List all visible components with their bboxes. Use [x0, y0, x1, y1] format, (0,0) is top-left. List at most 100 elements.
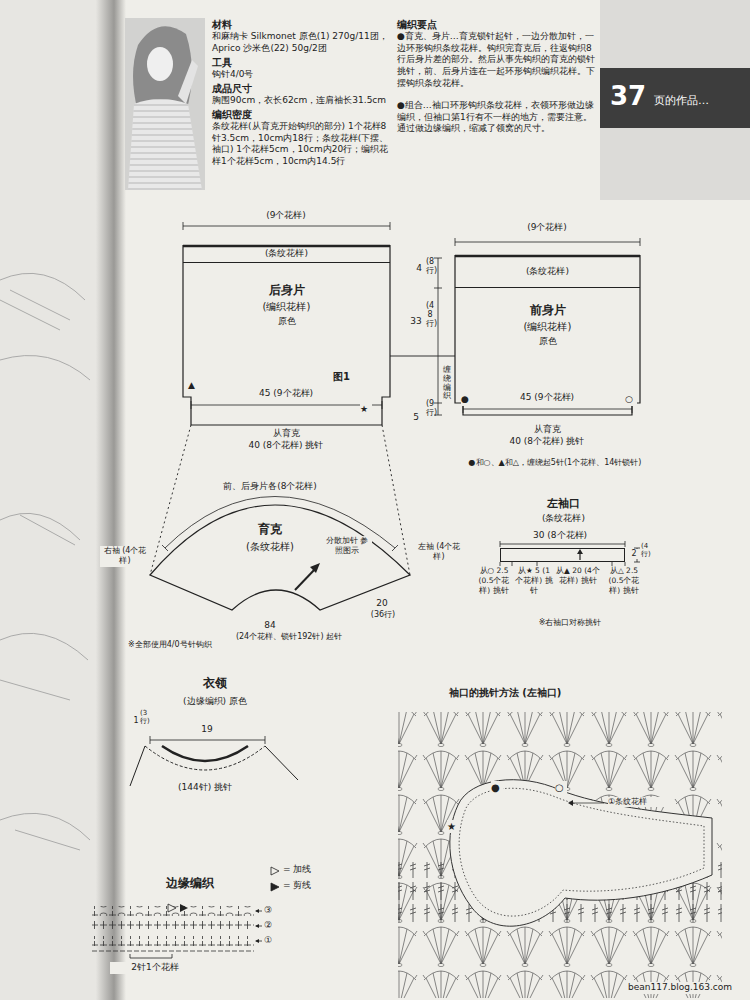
legend-triangle	[271, 883, 279, 891]
annotation-label: 条纹花样(从育克开始钩织的部分) 1个花样8针3.5cm，10cm内18行；条纹…	[212, 121, 392, 168]
annotation-label: ●	[461, 394, 473, 406]
edging-chart	[92, 904, 262, 958]
node-text: (条纹花样)	[491, 513, 636, 525]
node-text: 37	[610, 80, 654, 114]
annotation-label: 成品尺寸	[212, 82, 272, 95]
model-photo	[125, 18, 205, 190]
outline-path	[191, 401, 382, 409]
legend-text: = 剪线	[283, 880, 343, 892]
annotation-label: ●和○、▲和△，缠绕起5针(1个花样、14针锁针)	[460, 458, 650, 468]
outline-path	[455, 255, 640, 415]
annotation-label: (3行)	[140, 710, 147, 725]
annotation-label: 右袖 (4个花样)	[100, 546, 150, 567]
annotation-label: 编织要点	[397, 18, 477, 31]
legend-sample	[270, 882, 280, 892]
front-body-piece: 前身片(编织花样)原色(条纹花样)	[455, 255, 640, 415]
node-text: 前身片	[455, 303, 640, 319]
annotation-label: 4	[412, 263, 426, 275]
node-text: (条纹花样)	[183, 248, 390, 260]
annotation-label: ★	[447, 820, 459, 833]
annotation-label: 工具	[212, 56, 272, 69]
annotation-label: 20	[374, 598, 390, 610]
node-text: (编织花样)	[455, 320, 640, 333]
node-text: (编织花样)	[183, 300, 390, 313]
annotation-label: 2针1个花样	[110, 962, 200, 974]
annotation-label: 从▲ 20 (4个花样) 挑针	[554, 566, 602, 586]
annotation-label: (36行)	[364, 610, 402, 620]
annotation-label: 钩针4/0号	[212, 69, 392, 81]
annotation-label: 40 (8个花样) 挑针	[487, 436, 607, 448]
annotation-label: 5	[407, 412, 425, 424]
annotation-label: ★	[360, 404, 372, 416]
annotation-label: 2	[629, 549, 639, 559]
cuff-pickup-chart	[398, 712, 722, 998]
node-text: 页的作品…	[654, 94, 746, 108]
outline-path	[463, 405, 632, 413]
annotation-label: ①条纹花样	[608, 797, 670, 807]
annotation-label: (24个花样、锁针192针) 起针	[226, 632, 352, 642]
annotation-label: 左袖 (4个花样)	[414, 542, 464, 563]
node-text: (条纹花样)	[455, 266, 640, 278]
node-text: 后身片	[183, 283, 390, 299]
annotation-label: 从★ 5 (1个花样) 挑针	[515, 566, 553, 595]
annotation-label: ○	[625, 394, 637, 406]
annotation-label: 袖口的挑针方法 (左袖口)	[420, 686, 590, 699]
legend-sample	[270, 866, 280, 876]
outline-path	[162, 746, 248, 761]
annotation-label: 30 (8个花样)	[515, 530, 605, 542]
node-text: (边缘编织) 原色	[150, 696, 280, 708]
outline-path	[183, 245, 390, 425]
annotation-label: 84	[258, 620, 282, 632]
annotation-label: (4行)	[641, 543, 648, 558]
annotation-label: 从育克	[256, 428, 316, 440]
annotation-label: ●	[491, 781, 503, 794]
stripe-band: (条纹花样)	[183, 245, 390, 263]
node-outline	[455, 255, 640, 415]
cuff-piece: 左袖口(条纹花样)	[500, 548, 625, 562]
legend-text: = 加线	[283, 864, 343, 876]
annotation-label: ●育克、身片…育克锁针起针，一边分散加针，一边环形钩织条纹花样。钩织完育克后，往…	[397, 31, 595, 89]
left-page-chart	[0, 273, 90, 850]
annotation-label: ②	[264, 920, 280, 932]
annotation-label: 19	[192, 724, 222, 736]
node-text: 育克	[220, 522, 320, 538]
annotation-label: 分散加针 参照图示	[322, 536, 372, 557]
annotation-label: ※右袖口对称挑针	[520, 618, 620, 628]
annotation-label: 从育克	[517, 424, 577, 436]
dimension-lines	[162, 222, 640, 566]
annotation-label: ●组合…袖口环形钩织条纹花样，衣领环形做边缘编织，但袖口第1行有不一样的地方，需…	[397, 100, 595, 135]
annotation-label: (9行)	[426, 400, 434, 418]
annotation-label: ①	[264, 935, 280, 947]
annotation-label: (144针) 挑针	[160, 782, 250, 794]
stripe-band: (条纹花样)	[455, 255, 640, 288]
annotation-label: 40 (8个花样) 挑针	[226, 440, 346, 452]
annotation-label: ▲	[188, 380, 200, 392]
page-fold	[96, 0, 126, 1000]
annotation-label: (8行)	[426, 258, 434, 276]
annotation-label: 前、后身片各(8个花样)	[200, 481, 340, 493]
annotation-label: ※全部使用4/0号针钩织	[128, 640, 222, 650]
left-page	[0, 0, 100, 1000]
outline-path	[145, 746, 265, 770]
page-tab: 37页的作品…	[600, 68, 750, 128]
annotation-label: (48行)	[426, 302, 434, 328]
outline-path	[150, 505, 410, 610]
annotation-label: 边缘编织	[140, 876, 240, 892]
annotation-label: bean117.blog.163.com	[628, 982, 744, 994]
outline-path	[455, 255, 640, 258]
node-text: (条纹花样)	[210, 540, 330, 553]
annotation-label: 编织密度	[212, 108, 272, 121]
annotation-label: Aprico 沙米色(22) 50g/2团	[212, 43, 402, 55]
outline-path	[183, 245, 390, 248]
annotation-label: (9个花样)	[497, 222, 597, 234]
annotation-label: 从△ 2.5 (0.5个花样) 挑针	[604, 566, 644, 595]
annotation-label: 胸围90cm，衣长62cm，连肩袖长31.5cm	[212, 95, 397, 107]
annotation-label: 和麻纳卡 Silkmonet 原色(1) 270g/11团，	[212, 31, 402, 43]
outline-path	[130, 746, 298, 786]
annotation-label: 45 (9个花样)	[236, 388, 336, 400]
node-text: 衣领	[160, 676, 270, 692]
annotation-label: (9个花样)	[236, 210, 336, 222]
annotation-label: 33	[407, 316, 425, 328]
legend-triangle	[271, 867, 279, 875]
connector-line	[390, 356, 455, 357]
